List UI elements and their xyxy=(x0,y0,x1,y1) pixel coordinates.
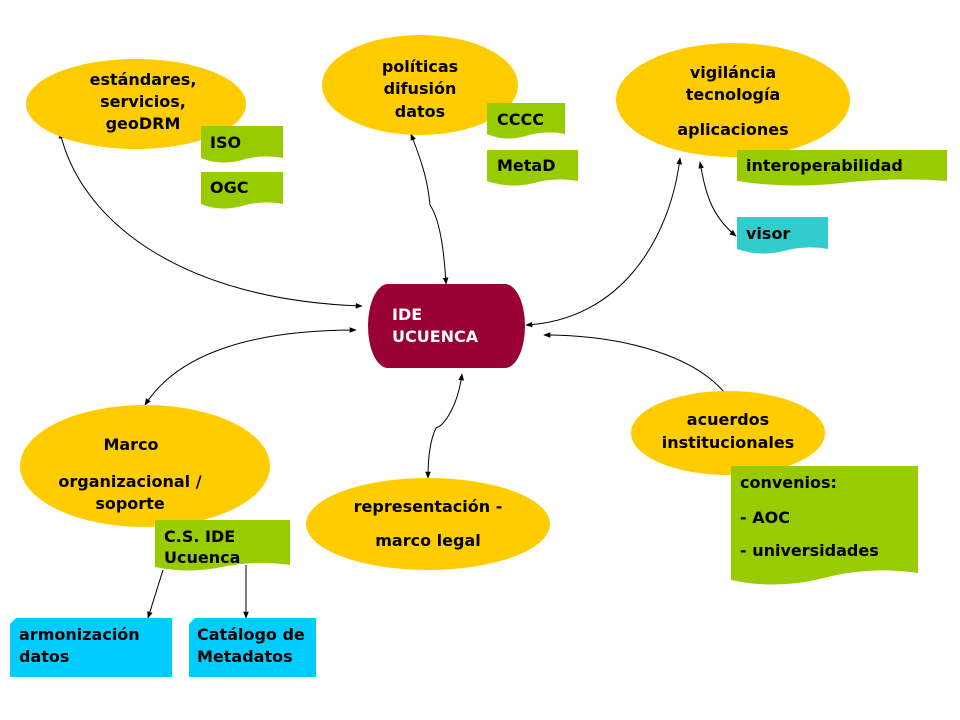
representacion-line-2: marco legal xyxy=(375,531,480,550)
center-line-1: IDE xyxy=(392,305,422,324)
estandares-line-1: estándares, xyxy=(90,70,197,89)
armonizacion-line-2: datos xyxy=(19,647,69,666)
tag-cccc-shape xyxy=(487,103,565,139)
tag-metad: MetaD xyxy=(487,150,578,186)
marco-line-1: Marco xyxy=(103,435,158,454)
connector-politicas xyxy=(410,133,449,285)
catalogo-line-2: Metadatos xyxy=(197,647,293,666)
armonizacion-line-1: armonización xyxy=(19,625,140,644)
node-estandares-shape xyxy=(26,59,246,149)
tag-ogc: OGC xyxy=(201,172,283,209)
connector-vigilancia xyxy=(525,157,683,328)
connector-visor xyxy=(698,161,737,237)
cs-ide-line-2: Ucuenca xyxy=(164,548,240,567)
marco-line-2: organizacional / xyxy=(58,472,201,491)
node-vigilancia-shape xyxy=(616,43,850,157)
center-node-shape xyxy=(368,284,525,368)
tag-interoperabilidad: interoperabilidad xyxy=(737,150,947,186)
node-estandares: estándares, servicios, geoDRM xyxy=(26,59,246,149)
tag-cccc: CCCC xyxy=(487,103,565,139)
tag-cccc-label: CCCC xyxy=(497,110,544,129)
convenios-line-2: - AOC xyxy=(740,508,790,527)
node-acuerdos: acuerdos institucionales xyxy=(631,391,825,475)
tag-iso-shape xyxy=(201,126,283,163)
tag-metad-label: MetaD xyxy=(497,156,556,175)
tag-catalogo: Catálogo de Metadatos xyxy=(189,618,316,677)
node-representacion: representación - marco legal xyxy=(306,478,550,570)
acuerdos-line-1: acuerdos xyxy=(687,410,769,429)
estandares-line-3: geoDRM xyxy=(106,114,181,133)
tag-visor: visor xyxy=(737,217,828,254)
node-vigilancia: vigiláncia tecnología aplicaciones xyxy=(616,43,850,157)
connector-representacion xyxy=(425,373,464,479)
tag-armonizacion: armonización datos xyxy=(10,618,172,677)
catalogo-line-1: Catálogo de xyxy=(197,625,305,644)
tag-ogc-shape xyxy=(201,172,283,209)
tag-cs-ide: C.S. IDE Ucuenca xyxy=(155,520,290,571)
politicas-line-1: políticas xyxy=(382,57,458,76)
tag-ogc-label: OGC xyxy=(210,178,248,197)
estandares-line-2: servicios, xyxy=(100,92,186,111)
node-politicas-shape xyxy=(322,35,518,135)
tag-iso-label: ISO xyxy=(210,133,241,152)
connectors xyxy=(58,131,737,619)
tag-convenios: convenios: - AOC - universidades xyxy=(731,466,918,585)
connector-armonizacion xyxy=(147,569,164,619)
node-representacion-shape xyxy=(306,478,550,570)
center-line-2: UCUENCA xyxy=(392,327,479,346)
marco-line-3: soporte xyxy=(95,494,165,513)
tag-convenios-shape xyxy=(731,466,918,585)
connector-acuerdos xyxy=(543,332,731,401)
acuerdos-line-2: institucionales xyxy=(662,433,795,452)
tag-cs-ide-shape xyxy=(155,520,290,571)
convenios-line-1: convenios: xyxy=(740,473,837,492)
vigilancia-line-3: aplicaciones xyxy=(677,120,788,139)
connector-marco xyxy=(144,327,357,406)
tag-catalogo-shape xyxy=(189,618,316,677)
vigilancia-line-2: tecnología xyxy=(686,85,781,104)
node-politicas: políticas difusión datos xyxy=(322,35,518,135)
connector-estandares xyxy=(58,131,363,309)
tag-iso: ISO xyxy=(201,126,283,163)
tag-interoperabilidad-shape xyxy=(737,150,947,186)
center-node: IDE UCUENCA xyxy=(368,284,525,368)
node-acuerdos-shape xyxy=(631,391,825,475)
politicas-line-2: difusión xyxy=(384,79,457,98)
convenios-line-3: - universidades xyxy=(740,541,879,560)
representacion-line-1: representación - xyxy=(354,497,503,516)
politicas-line-3: datos xyxy=(395,102,445,121)
node-marco: Marco organizacional / soporte xyxy=(20,405,270,527)
tag-interoperabilidad-label: interoperabilidad xyxy=(746,156,903,175)
tag-visor-label: visor xyxy=(746,224,790,243)
tag-armonizacion-shape xyxy=(10,618,172,677)
vigilancia-line-1: vigiláncia xyxy=(690,63,776,82)
tag-metad-shape xyxy=(487,150,578,186)
node-marco-shape xyxy=(20,405,270,527)
cs-ide-line-1: C.S. IDE xyxy=(164,527,235,546)
tag-visor-shape xyxy=(737,217,828,254)
